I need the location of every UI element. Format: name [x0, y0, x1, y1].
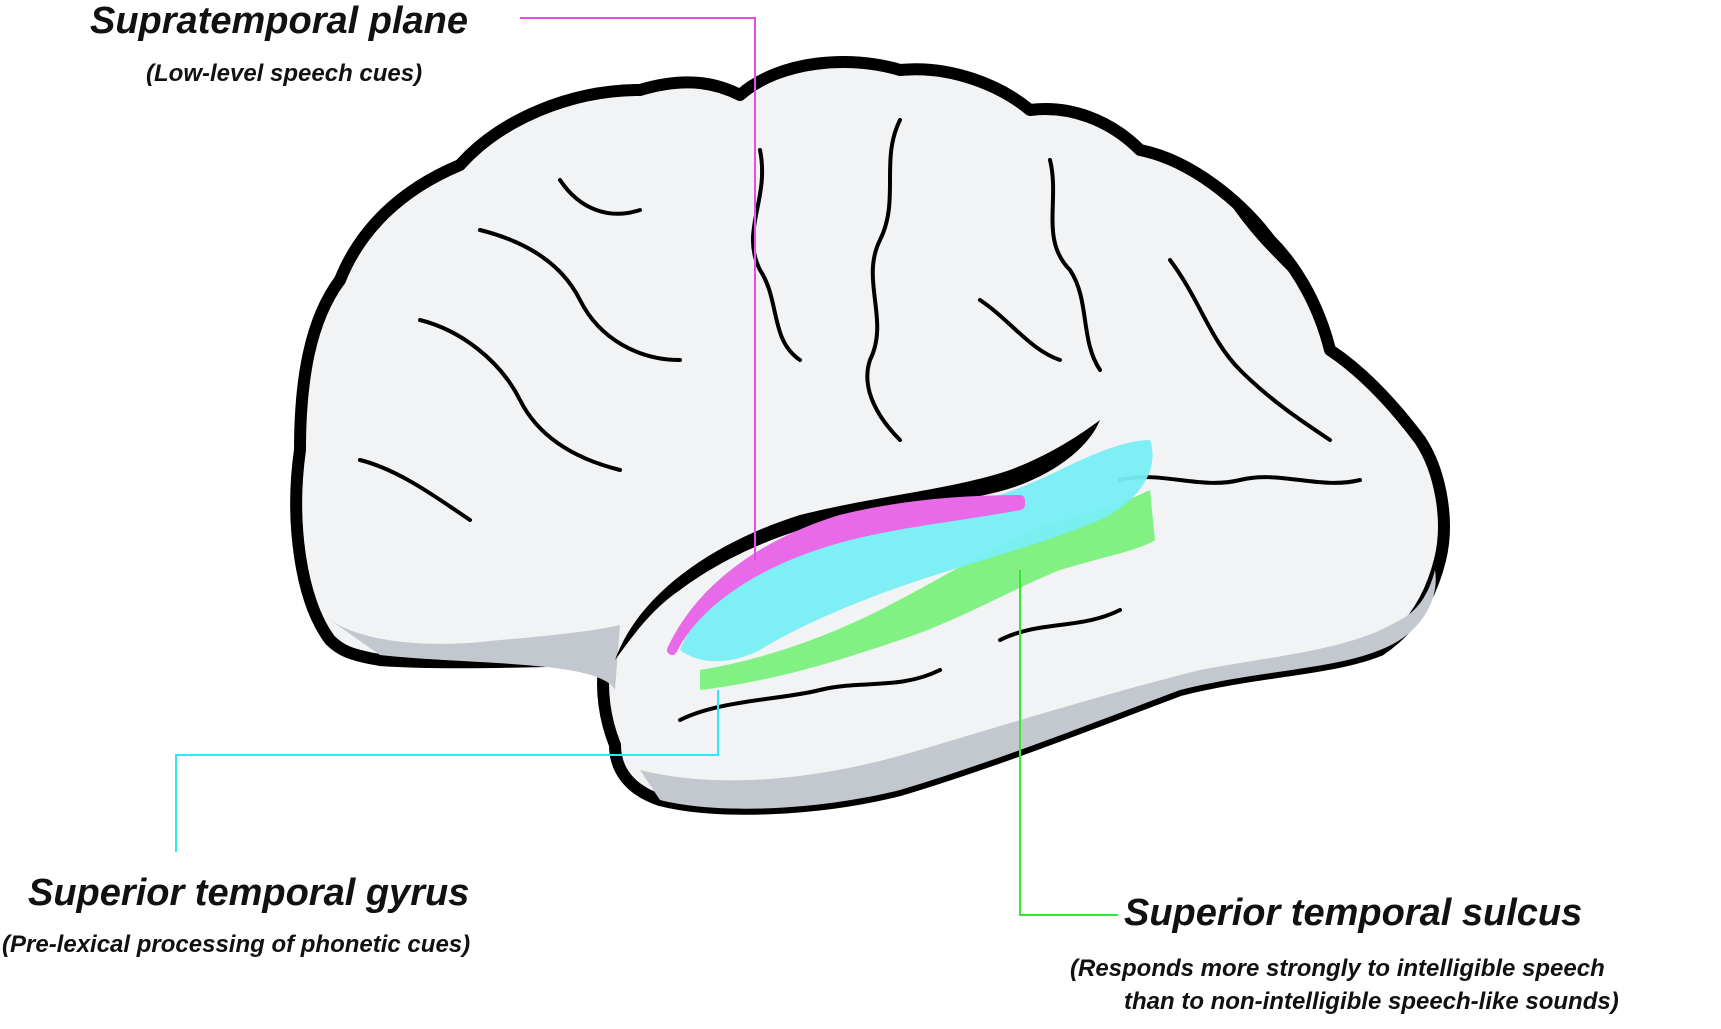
temporal-lobe-shadow [640, 570, 1436, 809]
sulci-lines [358, 118, 1362, 722]
brain-shadow [330, 620, 620, 690]
supratemporal-plane-title: Supratemporal plane [90, 0, 468, 42]
brain-outline [290, 56, 1450, 815]
highlight-regions [667, 440, 1155, 690]
sylvian-fissure [615, 420, 1100, 660]
superior-temporal-gyrus-title: Superior temporal gyrus [28, 872, 470, 914]
superior-temporal-gyrus-subtitle: (Pre-lexical processing of phonetic cues… [2, 931, 471, 958]
leader-lines [175, 17, 1118, 916]
supratemporal-plane-subtitle: (Low-level speech cues) [146, 60, 423, 87]
brain-illustration [290, 56, 1450, 815]
superior-temporal-sulcus-subtitle-line2: than to non-intelligible speech-like sou… [1124, 988, 1619, 1015]
superior-temporal-sulcus-title: Superior temporal sulcus [1124, 892, 1583, 934]
supratemporal-leader-line [520, 17, 756, 560]
gyrus-leader-line [175, 690, 719, 852]
sulcus-leader-line [1019, 570, 1118, 916]
supratemporal-region [667, 495, 1025, 655]
gyrus-region [680, 440, 1153, 662]
superior-temporal-sulcus-subtitle-line1: (Responds more strongly to intelligible … [1070, 955, 1605, 982]
